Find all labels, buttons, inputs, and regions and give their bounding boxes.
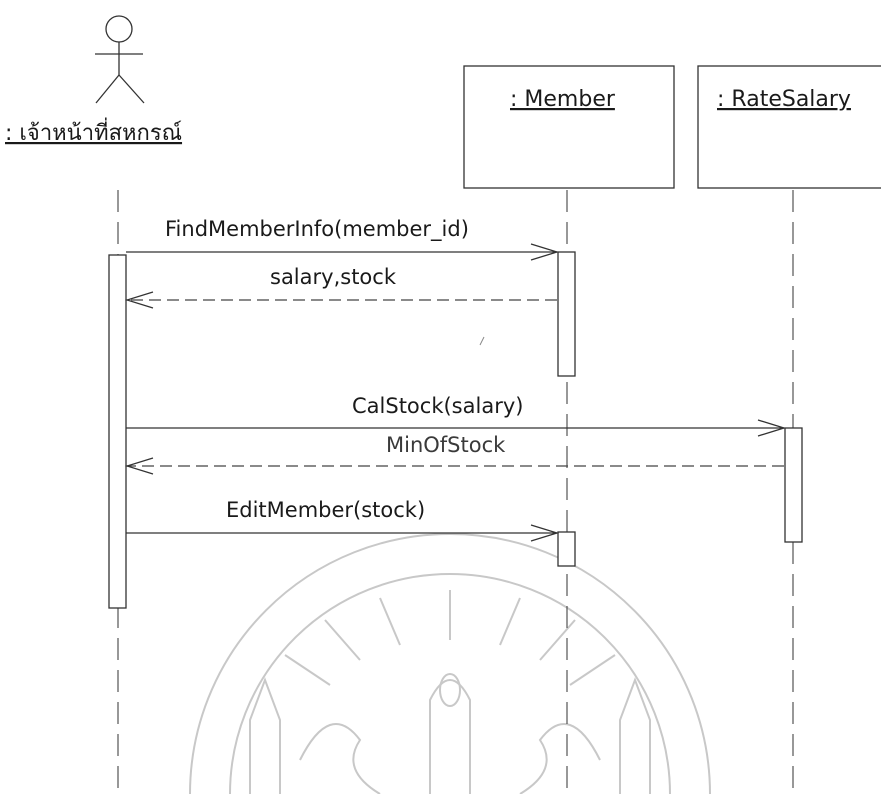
message-reply-salary-stock: salary,stock — [124, 265, 557, 309]
activation-member-1 — [557, 251, 576, 377]
activation-actor — [108, 254, 127, 609]
object-label-member: : Member — [510, 87, 616, 112]
message-label: salary,stock — [270, 265, 397, 289]
message-findmemberinfo: FindMemberInfo(member_id) — [126, 217, 560, 261]
activation-member-2 — [557, 531, 576, 567]
message-label: MinOfStock — [386, 433, 506, 457]
message-reply-minofstock: MinOfStock — [124, 433, 784, 475]
object-box-ratesalary — [697, 65, 881, 189]
activation-ratesalary — [784, 427, 803, 543]
actor-label: : เจ้าหน้าที่สหกรณ์ — [5, 117, 182, 146]
message-label: EditMember(stock) — [226, 498, 425, 522]
stray-mark — [479, 336, 485, 346]
message-label: FindMemberInfo(member_id) — [165, 217, 469, 242]
message-calstock: CalStock(salary) — [126, 394, 787, 437]
actor-stick-figure-icon — [95, 15, 145, 104]
watermark-seal — [189, 533, 711, 794]
message-label: CalStock(salary) — [352, 394, 523, 418]
message-editmember: EditMember(stock) — [126, 498, 560, 542]
object-label-ratesalary: : RateSalary — [717, 87, 851, 112]
object-box-member — [463, 65, 675, 189]
